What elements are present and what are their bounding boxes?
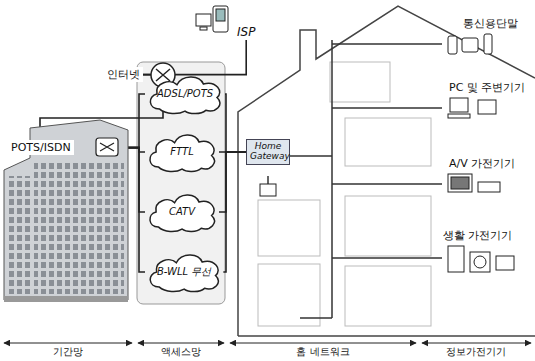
home-gateway: Home Gateway bbox=[246, 139, 290, 165]
internet-label: 인터넷 bbox=[104, 67, 143, 82]
node-text: PC 및 주변기기 bbox=[449, 81, 525, 94]
av-devices bbox=[448, 174, 500, 192]
span-arrows bbox=[4, 343, 531, 344]
building-windows bbox=[34, 162, 124, 294]
microwave bbox=[496, 256, 514, 270]
room bbox=[258, 264, 320, 326]
monitor-stand bbox=[200, 27, 207, 30]
house-rooms bbox=[258, 62, 431, 326]
server bbox=[213, 6, 228, 32]
connector-line bbox=[219, 152, 246, 212]
server-screen bbox=[216, 9, 225, 21]
switch-cross bbox=[156, 69, 170, 81]
keyboard bbox=[448, 114, 470, 118]
switch-cross bbox=[100, 143, 114, 151]
span-arrow bbox=[4, 343, 132, 344]
room bbox=[330, 62, 390, 102]
tv-screen bbox=[451, 177, 469, 189]
network-branch bbox=[332, 183, 442, 185]
printer bbox=[478, 100, 496, 114]
node-text: B-WLL 무선 bbox=[157, 266, 211, 278]
access-network-band bbox=[137, 62, 225, 304]
washer-door bbox=[474, 256, 486, 268]
mobile-phone bbox=[484, 34, 492, 54]
tv bbox=[448, 174, 472, 192]
span-arrow bbox=[422, 343, 531, 344]
access-cloud: FTTL bbox=[145, 130, 219, 174]
span-arrow bbox=[138, 343, 224, 344]
node-text: CATV bbox=[169, 206, 195, 218]
room bbox=[345, 266, 431, 326]
exchange-label: POTS/ISDN bbox=[8, 140, 74, 155]
device-group-label: 통신용단말 bbox=[460, 16, 521, 31]
phone bbox=[462, 38, 478, 52]
cloud-outline bbox=[150, 195, 214, 232]
network-bus bbox=[331, 40, 333, 318]
network-branch bbox=[332, 257, 442, 259]
house-floor bbox=[238, 335, 535, 337]
gateway-link bbox=[285, 155, 332, 157]
network-branch bbox=[332, 43, 442, 45]
span-label: 기간망 bbox=[50, 345, 86, 359]
node-text: 인터넷 bbox=[107, 68, 140, 81]
cloud-outline bbox=[150, 135, 214, 172]
node-text: 생활 가전기기 bbox=[443, 229, 513, 242]
isp-computer bbox=[196, 6, 228, 32]
access-cloud: B-WLL 무선 bbox=[145, 250, 223, 294]
span-label: 액세스망 bbox=[158, 345, 204, 359]
access-cloud: ADSL/POTS bbox=[145, 72, 225, 116]
switch-body bbox=[96, 138, 118, 156]
phone bbox=[448, 36, 457, 54]
network-branch bbox=[300, 317, 332, 319]
room bbox=[345, 196, 431, 256]
node-text: FTTL bbox=[170, 146, 194, 158]
home-network-wiring bbox=[268, 40, 442, 318]
room bbox=[258, 200, 320, 256]
span-label: 정보가전기기 bbox=[443, 345, 509, 359]
monitor bbox=[196, 14, 211, 26]
device-group-label: PC 및 주변기기 bbox=[446, 80, 528, 95]
isp-label: ISP bbox=[234, 24, 258, 40]
span-arrow bbox=[230, 343, 416, 344]
gateway-device bbox=[260, 184, 276, 196]
network-branch bbox=[332, 107, 442, 109]
access-cloud: CATV bbox=[145, 190, 219, 234]
washing-machine bbox=[470, 252, 490, 272]
node-text: ADSL/POTS bbox=[157, 88, 213, 100]
house-outline bbox=[238, 6, 535, 336]
room bbox=[345, 118, 431, 166]
exchange-building bbox=[4, 120, 128, 300]
node-text: A/V 가전기기 bbox=[449, 157, 515, 170]
cloud-outline bbox=[150, 255, 218, 292]
node-text: Home Gateway bbox=[250, 142, 286, 162]
connector-line bbox=[225, 94, 246, 152]
video-player bbox=[478, 182, 500, 192]
telecom-terminals bbox=[448, 34, 492, 54]
connector-line bbox=[223, 152, 246, 272]
device-group-label: 생활 가전기기 bbox=[440, 228, 516, 243]
node-text: ISP bbox=[237, 25, 255, 39]
pc-devices bbox=[448, 98, 496, 118]
home-appliances bbox=[448, 246, 514, 272]
monitor bbox=[450, 98, 468, 112]
node-text: POTS/ISDN bbox=[11, 141, 71, 154]
exchange-switch bbox=[96, 138, 118, 156]
building-base bbox=[4, 296, 128, 302]
device-group-label: A/V 가전기기 bbox=[446, 156, 518, 171]
node-text: 통신용단말 bbox=[463, 17, 518, 30]
span-label: 홈 네트워크 bbox=[293, 345, 352, 359]
refrigerator bbox=[448, 246, 464, 272]
building-windows bbox=[8, 176, 30, 294]
gateway-drop bbox=[267, 176, 269, 184]
cloud-outline bbox=[150, 77, 220, 114]
